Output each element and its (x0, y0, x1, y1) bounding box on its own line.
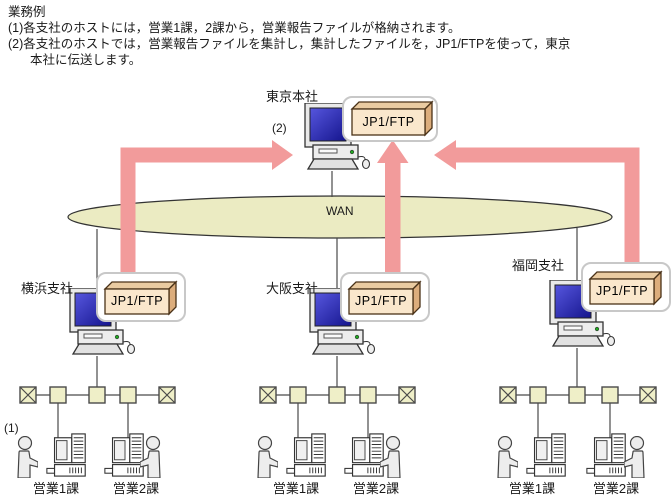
lan-segment-osaka (259, 386, 416, 440)
transfer-arrow-osaka-to-tokyo (377, 140, 409, 272)
dept-yokohama-sales1 (17, 433, 86, 478)
header: 業務例 (1)各支社のホストには，営業1課，2課から，営業報告ファイルが格納され… (8, 4, 570, 68)
wan-cloud (67, 195, 613, 239)
header-line-2: (2)各支社のホストでは，営業報告ファイルを集計し，集計したファイルを，JP1/… (8, 37, 571, 51)
tokyo-jp1ftp-label: JP1/FTP (362, 115, 415, 129)
fukuoka-jp1ftp-callout: JP1/FTP (581, 262, 671, 312)
yokohama-jp1ftp-callout: JP1/FTP (96, 272, 186, 322)
transfer-arrow-yokohama-to-tokyo (120, 140, 293, 272)
header-title: 業務例 (8, 5, 46, 19)
dept-yokohama-sales2 (104, 433, 161, 478)
fukuoka-jp1ftp-label: JP1/FTP (595, 284, 649, 298)
fukuoka-sales2-label: 営業2課 (592, 481, 640, 496)
header-line-3: 本社に伝送します。 (30, 53, 142, 67)
tokyo-jp1ftp-callout: JP1/FTP (342, 96, 438, 142)
osaka-jp1ftp-label: JP1/FTP (354, 294, 408, 308)
jp1ftp-box-icon (350, 100, 434, 137)
fukuoka-branch-label: 福岡支社 (512, 258, 565, 273)
dept-fukuoka-sales1 (497, 433, 566, 478)
dept-osaka-sales2 (344, 433, 401, 478)
step2-marker: (2) (272, 121, 287, 135)
wan-label: WAN (326, 204, 354, 218)
yokohama-sales1-label: 営業1課 (32, 481, 80, 496)
osaka-sales2-label: 営業2課 (352, 481, 400, 496)
tokyo-hq-label: 東京本社 (266, 89, 319, 104)
fukuoka-sales1-label: 営業1課 (508, 481, 556, 496)
dept-fukuoka-sales2 (586, 433, 645, 478)
network-lines (96, 171, 578, 388)
header-line-1: (1)各支社のホストには，営業1課，2課から，営業報告ファイルが格納されます。 (8, 21, 461, 35)
yokohama-sales2-label: 営業2課 (112, 481, 160, 496)
osaka-jp1ftp-callout: JP1/FTP (340, 272, 430, 322)
jp1ftp-box-icon (103, 280, 178, 316)
yokohama-branch-label: 横浜支社 (21, 281, 74, 296)
lan-segment-fukuoka (499, 386, 657, 440)
jp1ftp-box-icon (588, 270, 663, 306)
lan-segment-yokohama (19, 386, 176, 440)
step1-marker: (1) (4, 421, 19, 435)
osaka-branch-label: 大阪支社 (266, 281, 319, 296)
yokohama-jp1ftp-label: JP1/FTP (110, 294, 164, 308)
jp1ftp-box-icon (347, 280, 422, 316)
osaka-sales1-label: 営業1課 (272, 481, 320, 496)
transfer-arrow-fukuoka-to-tokyo (434, 140, 640, 262)
dept-osaka-sales1 (257, 433, 326, 478)
